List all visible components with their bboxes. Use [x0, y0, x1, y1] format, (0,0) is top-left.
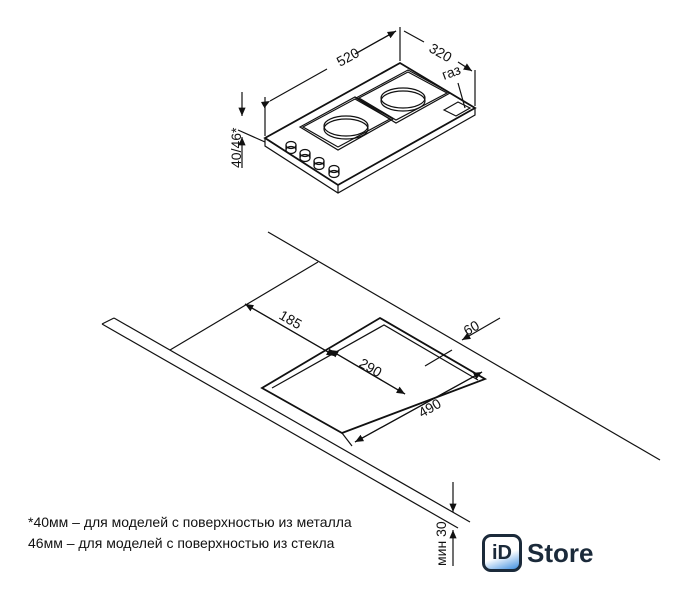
- dim-height: 40/46*: [228, 127, 244, 168]
- countertop-drawing: [101, 231, 661, 566]
- footnote-metal: *40мм – для моделей с поверхностью из ме…: [28, 514, 352, 530]
- dim-min-thickness: мин 30: [433, 521, 449, 566]
- dim-side-offset: 185: [277, 307, 305, 333]
- gas-label: газ: [440, 61, 463, 82]
- footnote-glass: 46мм – для моделей с поверхностью из сте…: [28, 535, 335, 551]
- dim-depth: 320: [427, 40, 455, 66]
- dim-width: 520: [334, 44, 362, 69]
- knobs: [285, 140, 340, 179]
- idstore-logo: iD Store: [482, 534, 593, 572]
- dim-back-offset: 60: [461, 317, 483, 339]
- logo-text: Store: [527, 537, 594, 568]
- dim-cutout-width: 490: [416, 395, 444, 421]
- hob-drawing: [237, 27, 475, 194]
- logo-mark: iD: [482, 534, 522, 572]
- dim-cutout-depth: 290: [357, 355, 385, 381]
